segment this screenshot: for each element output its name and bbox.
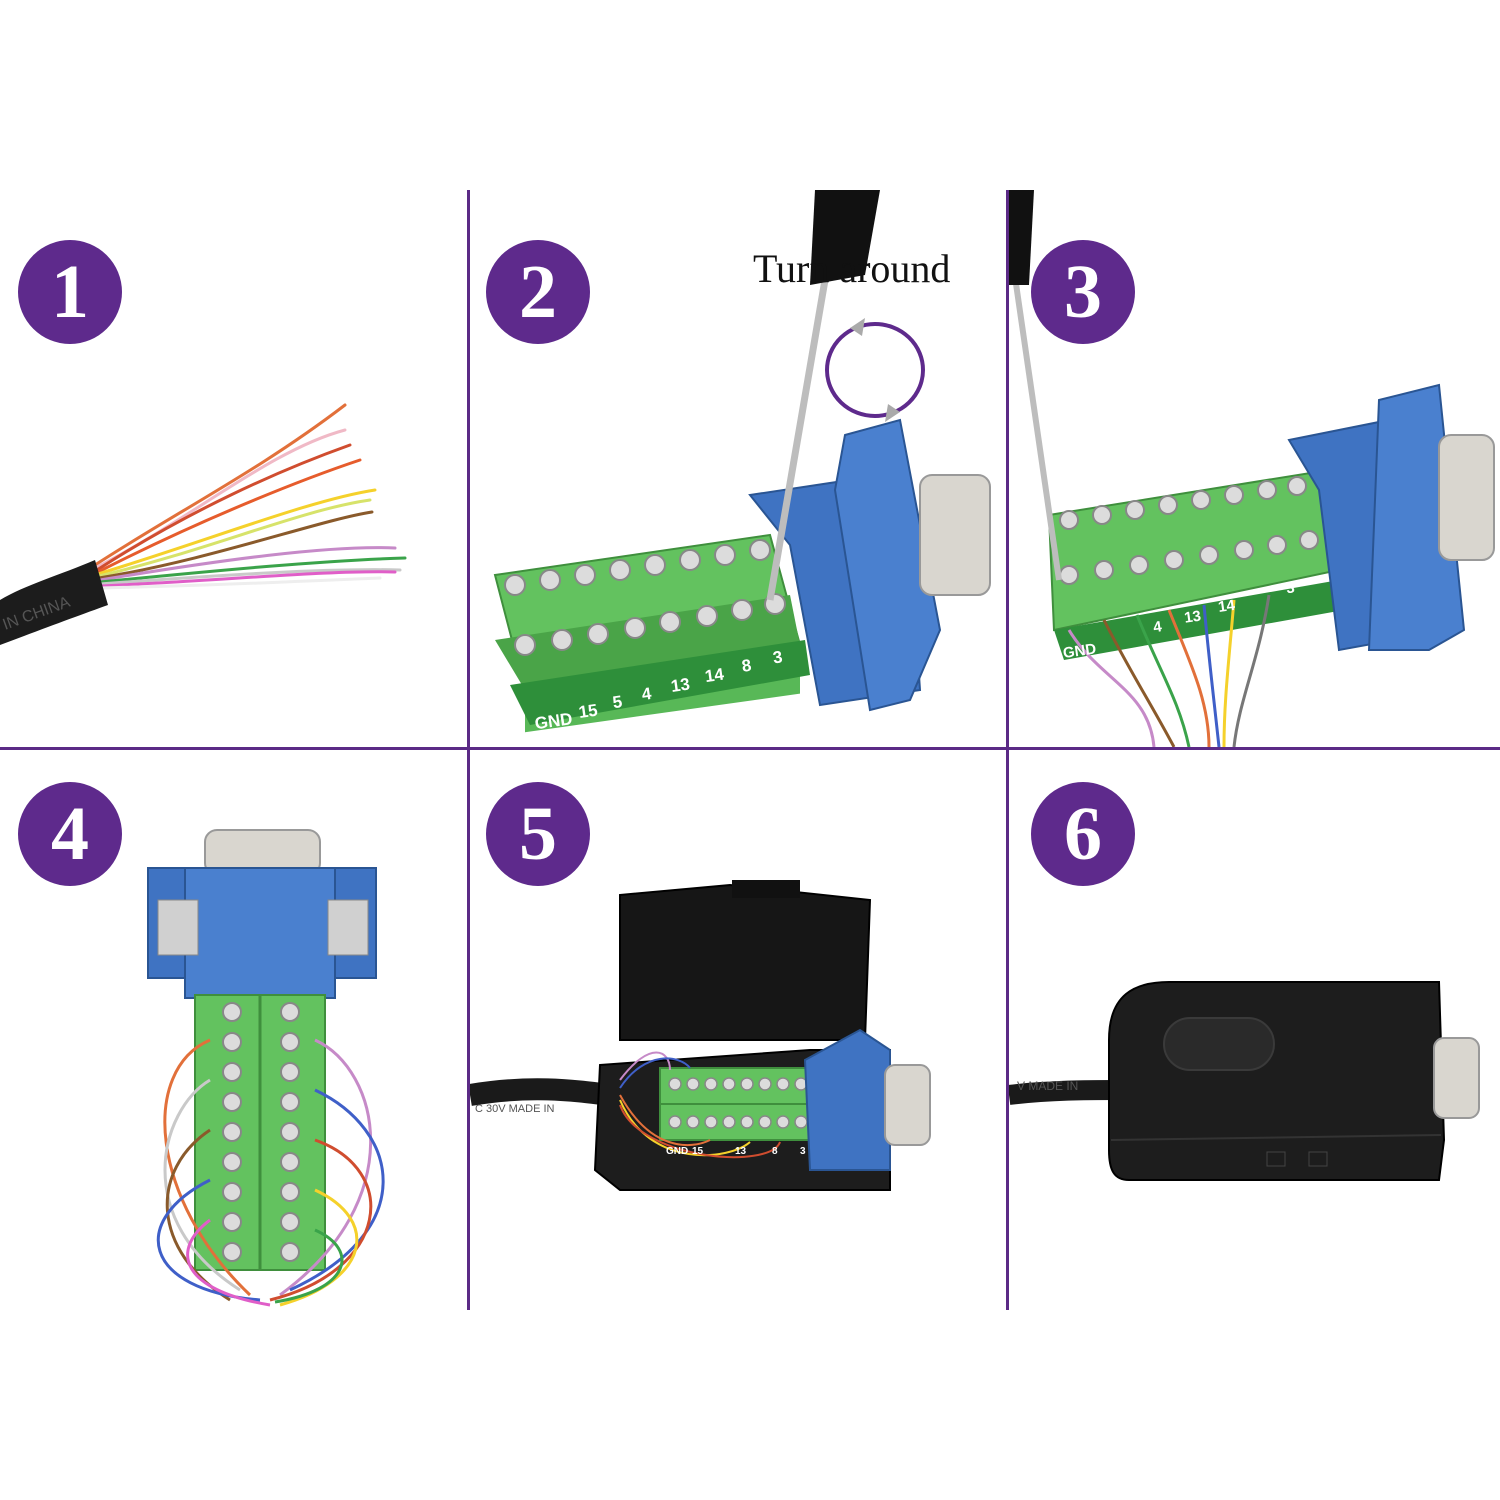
step-panel-6: 6 V MADE IN — [1009, 750, 1500, 1310]
step-panel-3: 3 GND 4 13 14 3 — [1009, 190, 1500, 747]
pin-label-13: 13 — [670, 674, 691, 695]
pin-label-3: 3 — [1285, 579, 1296, 597]
turn-around-caption: Turn around — [753, 246, 951, 291]
pin-label-5: 5 — [611, 692, 623, 712]
pin-label-15: 15 — [577, 701, 598, 722]
divider-vertical-right — [1006, 190, 1009, 1310]
step-number-badge: 3 — [1031, 240, 1135, 344]
cable-print: C 30V MADE IN — [475, 1103, 555, 1115]
divider-vertical-left — [467, 190, 470, 1310]
step-panel-1: 1 IN CHINA — [0, 190, 467, 747]
pin-label-4: 4 — [1152, 618, 1163, 636]
enclosure-open-illustration: C 30V MADE IN GND 15 13 8 3 — [470, 880, 931, 1191]
step-number-badge: 4 — [18, 782, 122, 886]
assembled-terminal-illustration — [147, 829, 385, 1307]
pin-label-gnd: GND — [1062, 640, 1098, 661]
step-number-badge: 2 — [486, 240, 590, 344]
stripped-cable-illustration: IN CHINA — [0, 403, 407, 645]
step-panel-5: 5 C 30V MADE IN GND 15 13 8 3 — [470, 750, 1006, 1310]
pin-label-14: 14 — [1217, 597, 1237, 616]
pin-label-8: 8 — [741, 656, 753, 676]
pin-label-gnd: GND — [534, 709, 574, 733]
pin-label-15: 15 — [692, 1146, 704, 1157]
step-number-badge: 1 — [18, 240, 122, 344]
step-panel-2: 2 GND 15 5 4 13 14 — [470, 190, 1006, 747]
cable-jacket — [0, 560, 108, 645]
pin-label-13: 13 — [735, 1146, 747, 1157]
step-number-badge: 6 — [1031, 782, 1135, 886]
pin-label-8: 8 — [772, 1146, 778, 1157]
pin-label-gnd: GND — [666, 1146, 688, 1157]
pin-label-4: 4 — [641, 684, 654, 704]
cable-print: V MADE IN — [1017, 1079, 1078, 1093]
step-number-badge: 5 — [486, 782, 590, 886]
wired-terminal-illustration: GND 4 13 14 3 — [1009, 190, 1495, 747]
pin-label-13: 13 — [1183, 608, 1202, 627]
pin-label-14: 14 — [704, 665, 726, 687]
divider-horizontal — [0, 747, 1500, 750]
pin-label-3: 3 — [772, 647, 784, 667]
screw-terminal-illustration: GND 15 5 4 13 14 8 3 — [493, 190, 991, 733]
enclosure-closed-illustration: V MADE IN — [1009, 981, 1480, 1181]
step-panel-4: 4 — [0, 750, 467, 1310]
pin-label-3: 3 — [800, 1146, 806, 1157]
